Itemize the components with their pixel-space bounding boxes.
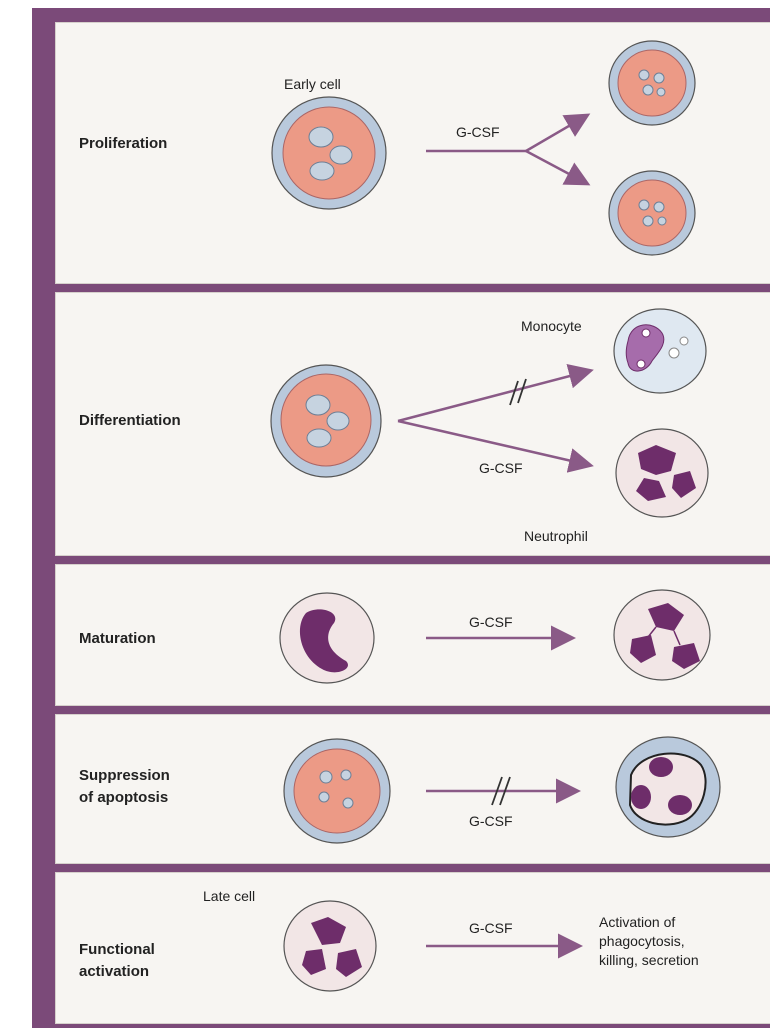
late-cell	[284, 901, 376, 991]
early-cell	[272, 97, 386, 209]
panel-title-apoptosis-line2: of apoptosis	[79, 787, 168, 809]
panel-title-proliferation: Proliferation	[79, 133, 167, 155]
panel-proliferation: Proliferation Early cell G-CSF	[55, 22, 770, 284]
panel-title-apoptosis-line1: Suppression	[79, 765, 170, 787]
gcsf-label-activation: G-CSF	[469, 919, 513, 938]
panel-title-maturation: Maturation	[79, 628, 156, 650]
differentiation-arrows	[398, 371, 589, 465]
gcsf-label-differentiation: G-CSF	[479, 459, 523, 478]
panel-title-activation-line1: Functional	[79, 939, 155, 961]
surviving-cell	[284, 739, 390, 843]
monocyte-label: Monocyte	[521, 317, 582, 336]
neutrophil-cell	[616, 429, 708, 517]
gcsf-label-maturation: G-CSF	[469, 613, 513, 632]
panel-differentiation: Differentiation Monocyte G-CSF Neutrophi…	[55, 292, 770, 556]
gcsf-label-proliferation: G-CSF	[456, 123, 500, 142]
daughter-cell-bottom	[609, 171, 695, 255]
gcsf-label-apoptosis: G-CSF	[469, 812, 513, 831]
early-cell-label: Early cell	[284, 75, 341, 94]
panel-title-activation-line2: activation	[79, 961, 149, 983]
maturation-diagram	[56, 565, 770, 705]
panel-functional-activation: Functional activation Late cell G-CSF Ac…	[55, 872, 770, 1024]
apoptotic-cell	[616, 737, 720, 837]
progenitor-cell	[271, 365, 381, 477]
neutrophil-label: Neutrophil	[524, 527, 588, 546]
outcome-line2: phagocytosis,	[599, 932, 685, 951]
outcome-line3: killing, secretion	[599, 951, 699, 970]
panel-title-differentiation: Differentiation	[79, 410, 181, 432]
proliferation-arrow	[426, 116, 586, 183]
panel-suppression-of-apoptosis: Suppression of apoptosis G-CSF	[55, 714, 770, 864]
monocyte-cell	[614, 309, 706, 393]
outcome-line1: Activation of	[599, 913, 675, 932]
blocked-mark	[510, 381, 518, 405]
late-cell-label: Late cell	[203, 887, 255, 906]
daughter-cell-top	[609, 41, 695, 125]
band-cell	[280, 593, 374, 683]
mature-neutrophil	[614, 590, 710, 680]
panel-maturation: Maturation G-CSF	[55, 564, 770, 706]
